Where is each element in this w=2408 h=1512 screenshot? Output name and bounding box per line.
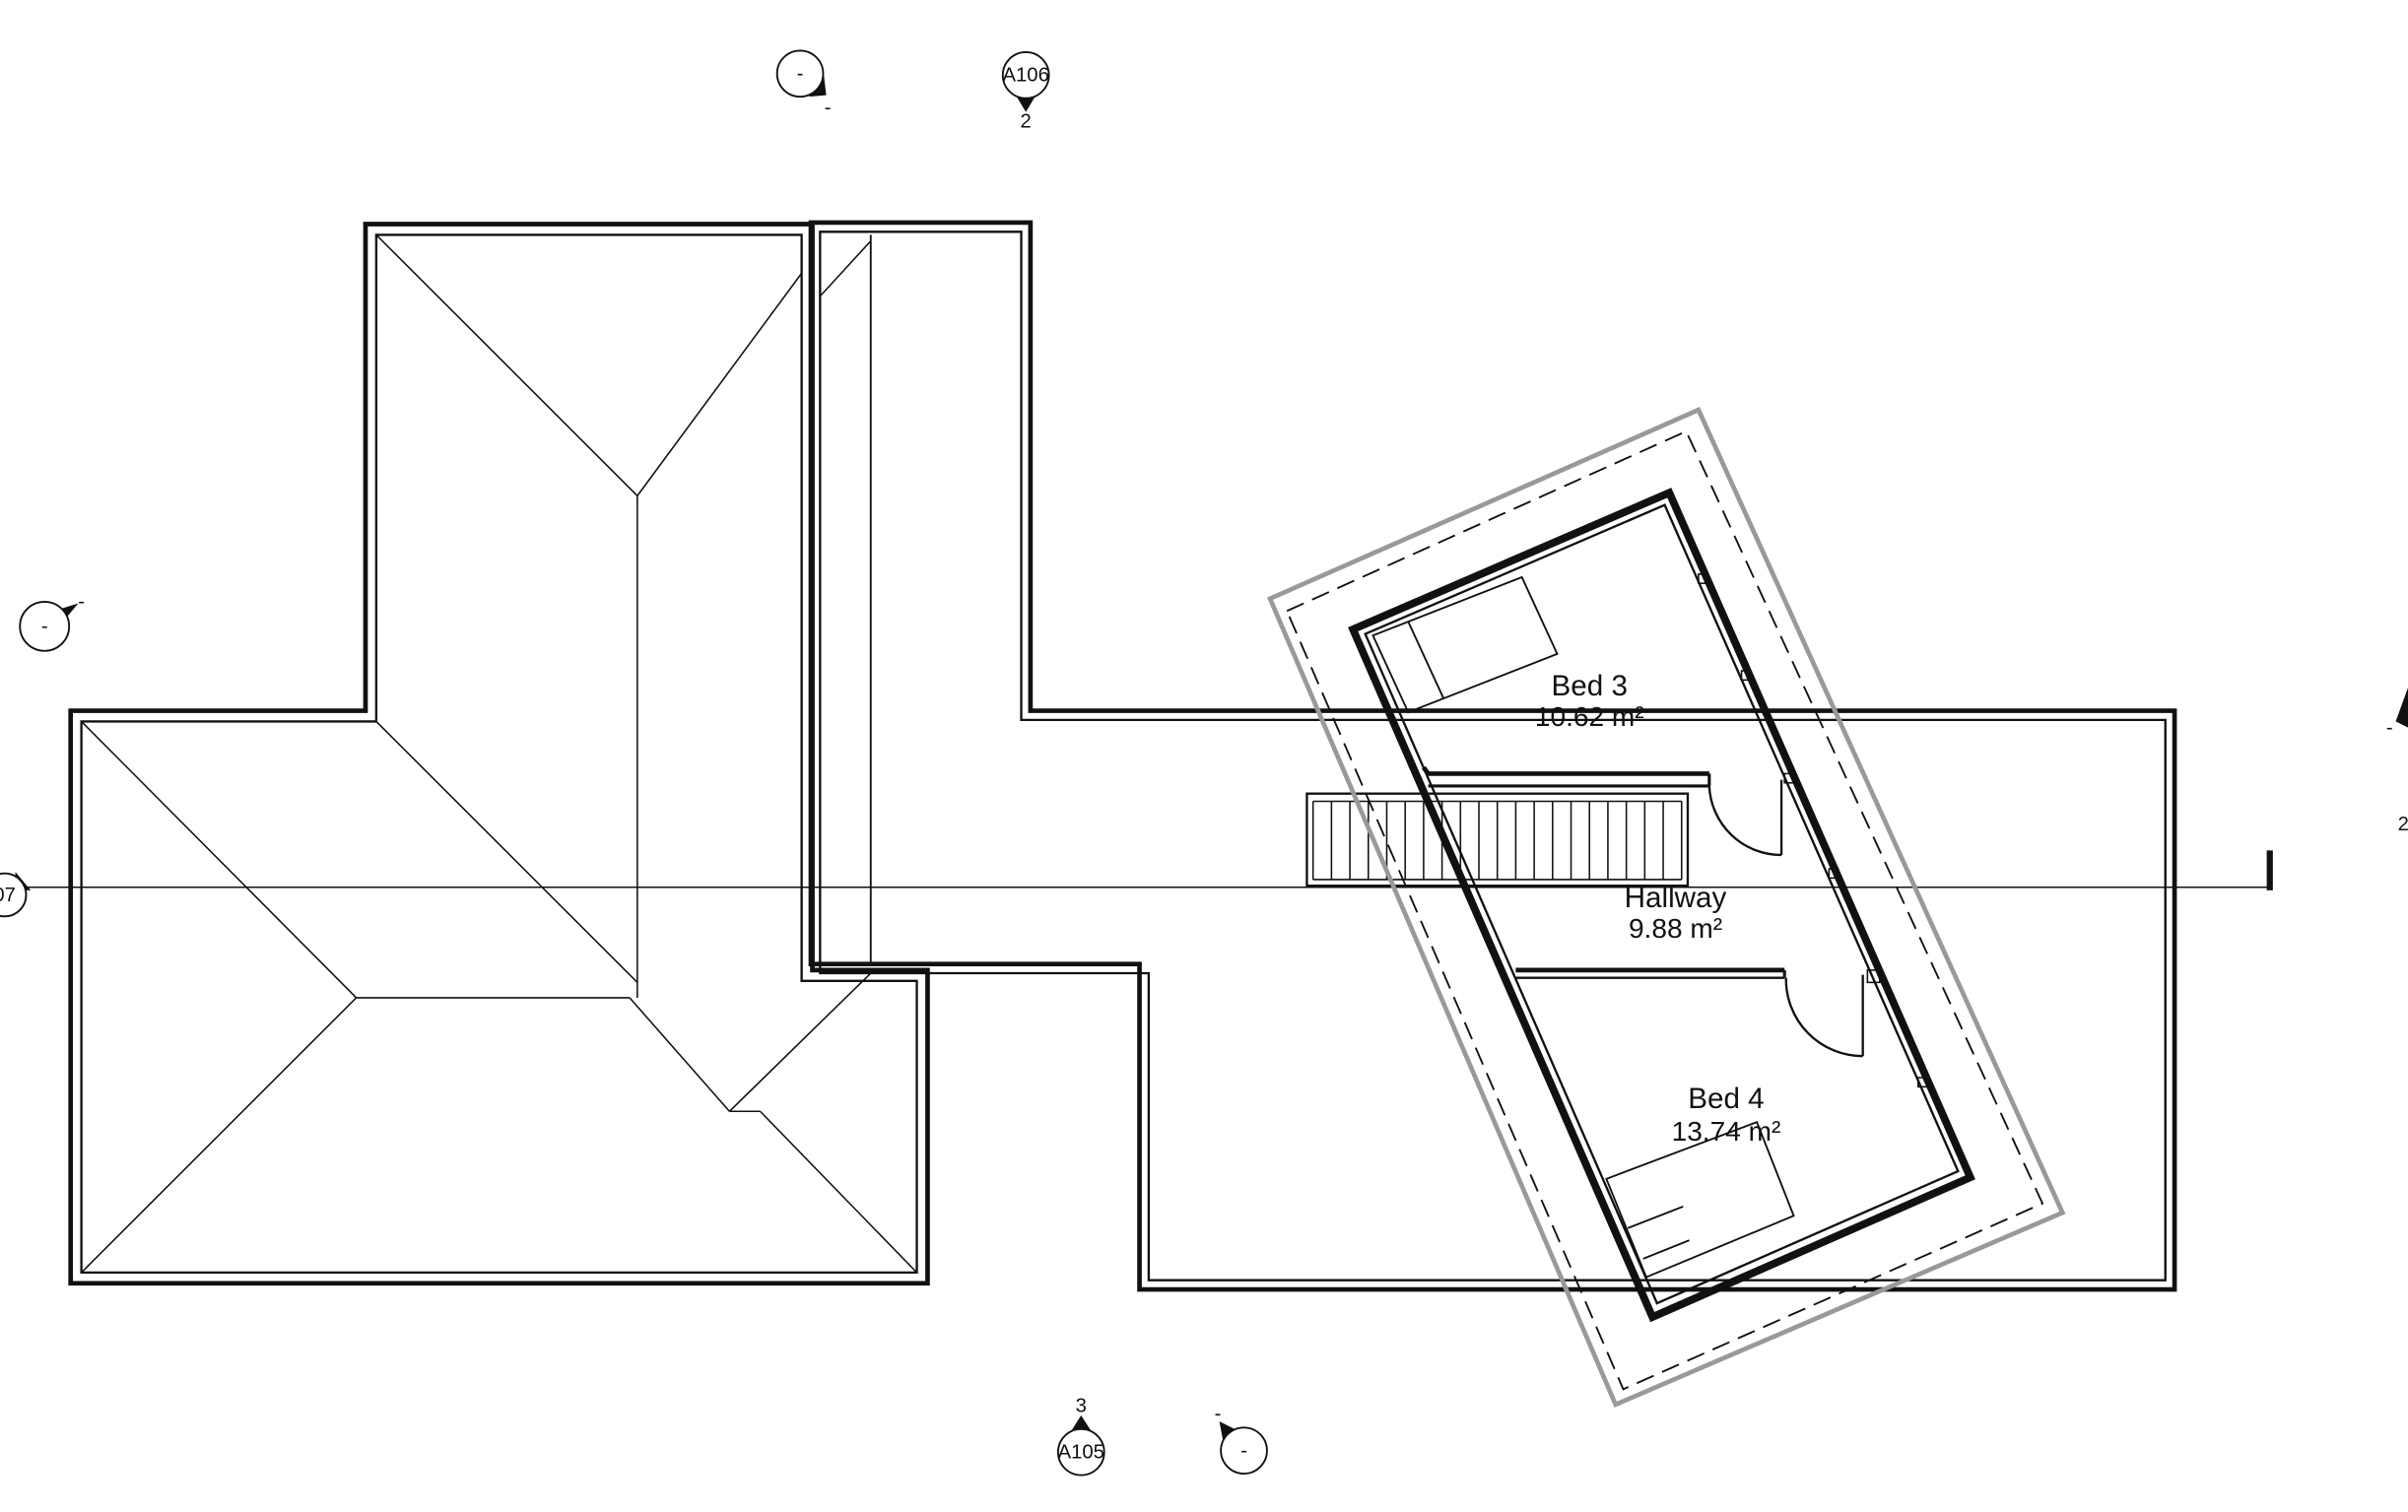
east-roof-outline: [808, 220, 2177, 1292]
section-cut-line: [0, 850, 2273, 890]
section-marker-detail: 3: [1076, 1396, 1087, 1417]
staircase: [1305, 792, 1690, 887]
section-marker-mark: -: [825, 97, 832, 118]
main-roof-hip-lines: [81, 233, 918, 1274]
section-marker-sheet: -: [41, 616, 48, 637]
section-marker-mark: -: [1215, 1403, 1222, 1424]
dormer-walls: [1348, 488, 1975, 1323]
doors: [1707, 779, 1864, 1058]
section-marker-right-edge[interactable]: - 2: [2386, 688, 2408, 835]
section-marker-a105[interactable]: A105 3: [1056, 1396, 1105, 1477]
section-marker-number: 2: [2398, 814, 2408, 835]
room-name-bed-4: Bed 4: [1688, 1083, 1764, 1115]
section-marker-sheet: A106: [1003, 65, 1049, 87]
room-area-bed-4: 13.74 m²: [1672, 1116, 1781, 1147]
section-marker-sheet: 07: [0, 885, 16, 906]
section-marker-detail: 2: [1021, 110, 1032, 132]
room-label-hallway: Hallway 9.88 m²: [1625, 882, 1727, 944]
section-marker-sheet: -: [797, 63, 804, 85]
dormer-fascia: [1266, 407, 2066, 1408]
room-name-bed-3: Bed 3: [1552, 670, 1628, 702]
bed-furniture: [1371, 575, 1795, 1279]
section-marker-sheet: A105: [1058, 1441, 1104, 1463]
section-marker-left-upper[interactable]: - -: [19, 591, 85, 652]
section-marker-top-left[interactable]: - -: [775, 49, 832, 118]
section-marker-a106[interactable]: A106 2: [1001, 51, 1050, 132]
section-marker-mark: -: [78, 591, 85, 613]
room-label-bed-4: Bed 4 13.74 m²: [1672, 1083, 1781, 1147]
room-area-hallway: 9.88 m²: [1629, 913, 1722, 944]
section-marker-left-cut[interactable]: 07: [0, 872, 32, 918]
section-marker-bottom-right[interactable]: - -: [1215, 1403, 1268, 1475]
room-area-bed-3: 10.62 m²: [1535, 701, 1644, 732]
section-marker-mark: -: [2386, 717, 2393, 739]
main-roof-outline: [68, 222, 930, 1286]
window-markers: [1698, 573, 1928, 1088]
section-marker-sheet: -: [1240, 1440, 1247, 1462]
room-name-hallway: Hallway: [1625, 882, 1727, 914]
room-label-bed-3: Bed 3 10.62 m²: [1535, 670, 1644, 732]
